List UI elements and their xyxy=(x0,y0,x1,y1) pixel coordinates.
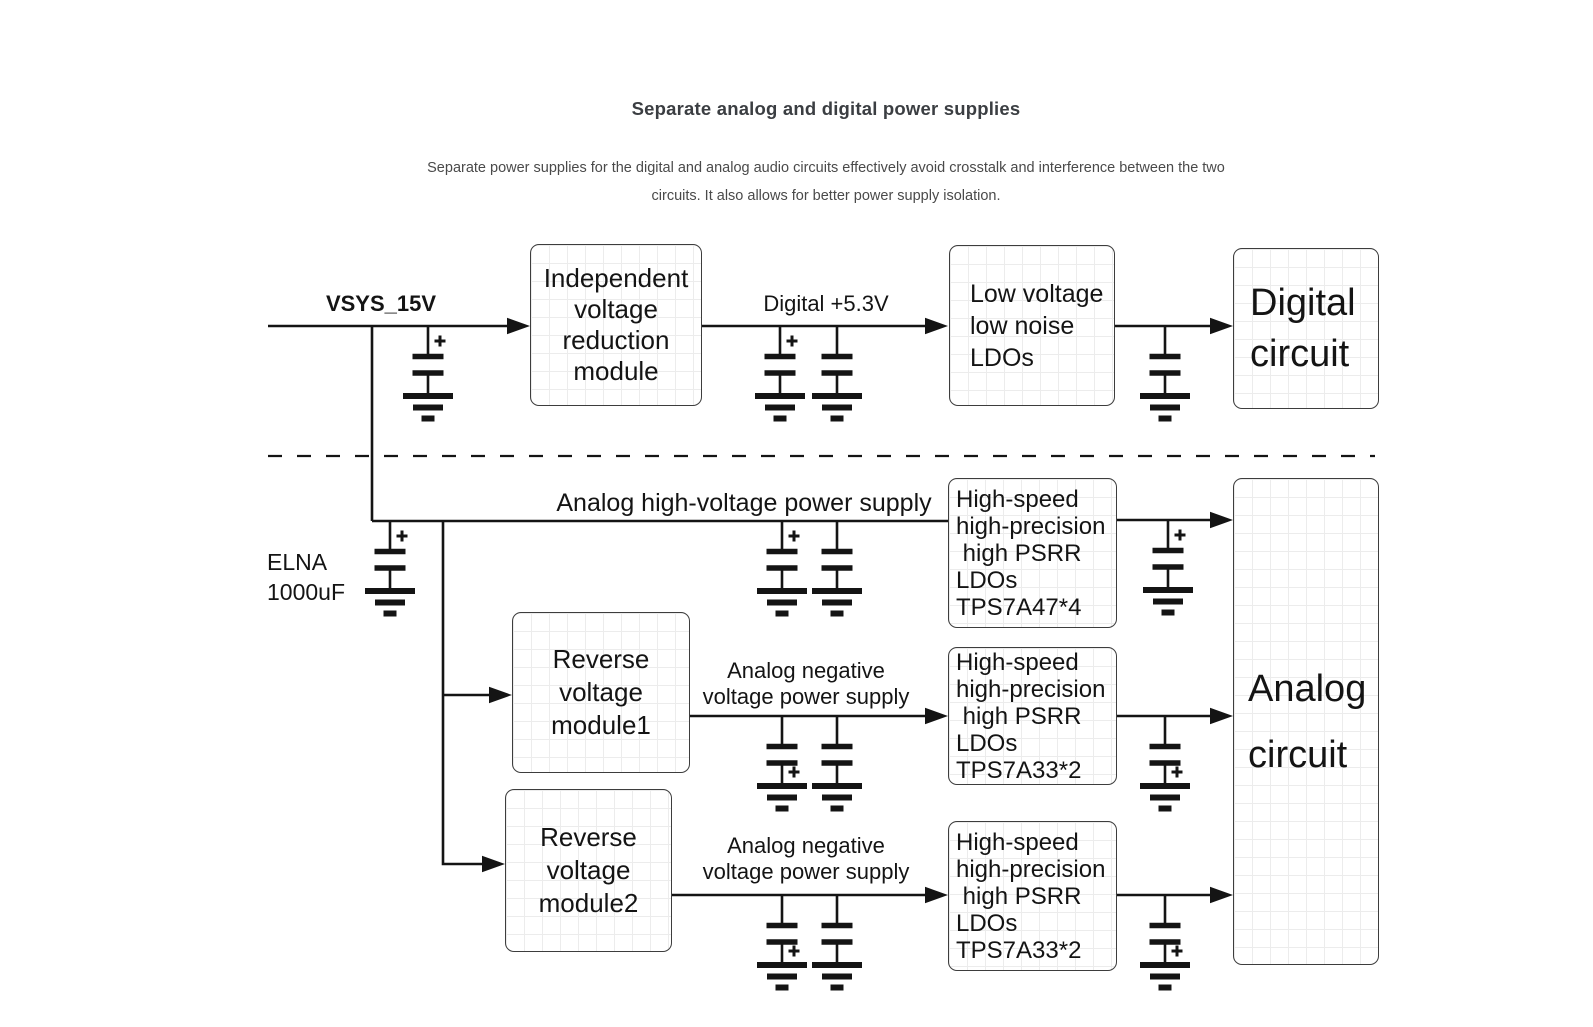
block-reverse-voltage-module2: Reverse voltage module2 xyxy=(505,789,672,952)
capacitor-digital-out-icon xyxy=(1140,326,1190,419)
block-digital-circuit: Digital circuit xyxy=(1233,248,1379,409)
arrowhead-into-analog-circuit-3 xyxy=(1210,886,1233,904)
capacitor-neg-rail1-2-icon xyxy=(812,716,862,809)
plus-polarity-elna xyxy=(395,529,409,543)
plus-polarity-neg2-out xyxy=(1170,944,1184,958)
block-reverse-voltage-module1: Reverse voltage module1 xyxy=(512,612,690,773)
block-hv-ldo-tps7a47: High-speed high-precision high PSRR LDOs… xyxy=(948,478,1117,628)
capacitor-neg-ldo1-out-icon xyxy=(1140,716,1190,809)
block-neg-ldo-2-tps7a33: High-speed high-precision high PSRR LDOs… xyxy=(948,821,1117,971)
block-neg-ldo-1-tps7a33: High-speed high-precision high PSRR LDOs… xyxy=(948,647,1117,785)
arrowhead-into-neg-ldo-2 xyxy=(925,886,948,904)
block-independent-voltage-reduction-module: Independent voltage reduction module xyxy=(530,244,702,406)
plus-polarity-analog-hv xyxy=(787,529,801,543)
capacitor-digital-rail-2-icon xyxy=(812,326,862,419)
plus-polarity-vsys xyxy=(433,334,447,348)
plus-polarity-digital-1 xyxy=(785,334,799,348)
page-subtitle: Separate power supplies for the digital … xyxy=(427,160,1225,204)
label-analog-hv-rail: Analog high-voltage power supply xyxy=(556,489,932,517)
label-analog-neg-rail-2: Analog negative voltage power supply xyxy=(702,833,910,884)
arrowhead-into-analog-circuit-2 xyxy=(1210,707,1233,725)
plus-polarity-neg2 xyxy=(787,944,801,958)
capacitor-analog-hv-2-icon xyxy=(812,521,862,614)
capacitor-neg-rail2-1-icon xyxy=(757,895,807,988)
wire-reverse-branch xyxy=(441,521,484,866)
block-analog-circuit: Analog circuit xyxy=(1233,478,1379,965)
label-vsys-rail: VSYS_15V xyxy=(325,291,437,316)
arrowhead-into-digital-circuit xyxy=(1210,317,1233,335)
block-low-voltage-low-noise-ldos: Low voltage low noise LDOs xyxy=(949,245,1115,406)
page-title: Separate analog and digital power suppli… xyxy=(631,98,1021,119)
arrowhead-into-analog-circuit-1 xyxy=(1210,511,1233,529)
label-elna-bulk-cap: ELNA 1000uF xyxy=(267,549,346,605)
arrowhead-into-independent-module xyxy=(507,317,530,335)
plus-polarity-neg1-out xyxy=(1170,765,1184,779)
capacitor-neg-rail1-1-icon xyxy=(757,716,807,809)
arrowhead-into-low-noise-ldo xyxy=(925,317,948,335)
label-analog-neg-rail-1: Analog negative voltage power supply xyxy=(702,658,910,709)
capacitor-neg-ldo2-out-icon xyxy=(1140,895,1190,988)
plus-polarity-neg1 xyxy=(787,765,801,779)
arrowhead-into-module1 xyxy=(489,686,512,704)
label-digital-rail: Digital +5.3V xyxy=(763,291,889,316)
plus-polarity-hv-out xyxy=(1173,528,1187,542)
arrowhead-into-neg-ldo-1 xyxy=(925,707,948,725)
capacitor-neg-rail2-2-icon xyxy=(812,895,862,988)
arrowhead-into-module2 xyxy=(482,855,505,873)
